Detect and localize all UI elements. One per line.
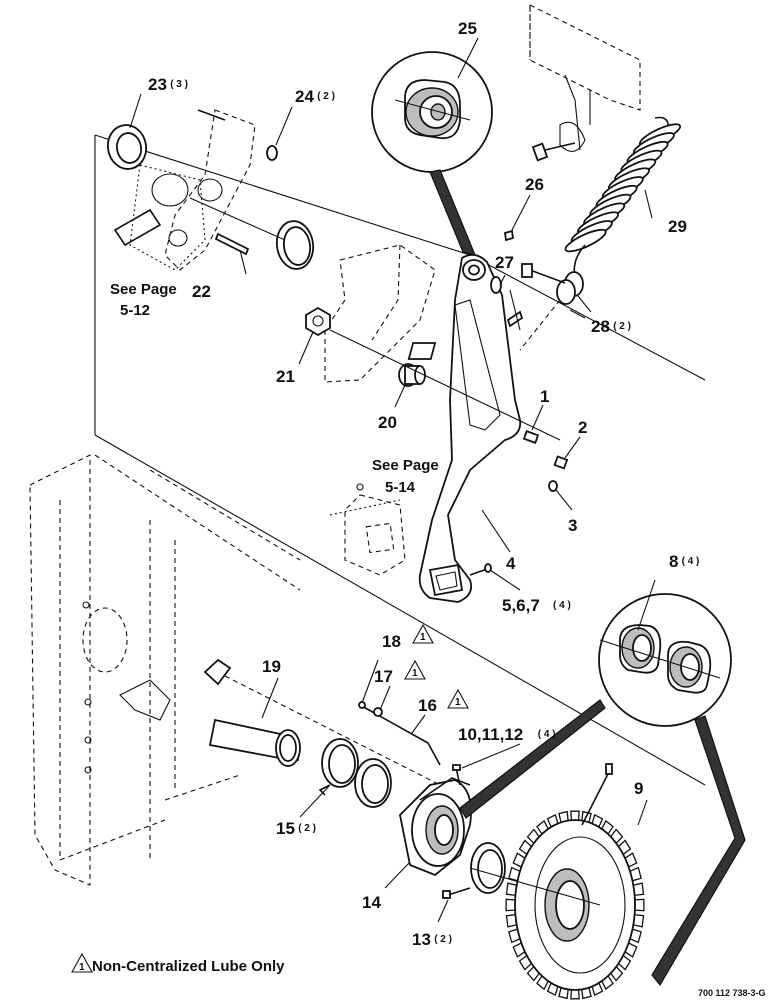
- gear-tooth: [634, 898, 645, 912]
- bearing-flange: [399, 777, 472, 877]
- spring: [564, 116, 681, 281]
- lube-triangle-number: 1: [412, 668, 418, 679]
- nut-21: [305, 306, 331, 337]
- callout-p29: 29: [668, 217, 687, 236]
- lube-triangle-icon: [447, 688, 469, 709]
- legend: 1 Non-Centralized Lube Only: [71, 952, 285, 975]
- callout-p28: 28: [591, 317, 610, 336]
- lever-arm: [418, 253, 522, 603]
- mid-bracket: [324, 244, 436, 383]
- callout-p22: 22: [192, 282, 211, 301]
- drawing-code: 700 112 738-3-G: [698, 988, 766, 998]
- svg-text:1: 1: [79, 962, 85, 973]
- lube-triangle-number: 1: [455, 697, 461, 708]
- gear-tooth: [570, 810, 580, 821]
- callout-qty-p13: ( 2 ): [434, 934, 452, 945]
- see-page-note-5-14: See Page 5-14: [372, 457, 439, 496]
- callout-p25: 25: [458, 19, 477, 38]
- callout-p9: 9: [634, 779, 643, 798]
- axis-line-20: [329, 329, 561, 441]
- callout-qty-p28: ( 2 ): [613, 321, 631, 332]
- callout-qty-p10: ( 4 ): [538, 729, 556, 740]
- spring-links: [407, 263, 586, 360]
- callout-p24: 24: [295, 87, 314, 106]
- upper-bracket: [529, 4, 641, 152]
- gear: [469, 763, 645, 1000]
- pin-22: [214, 232, 250, 256]
- callout-p15: 15: [276, 819, 295, 838]
- lube-triangle-number: 1: [420, 632, 426, 643]
- upper-left-assembly: [113, 109, 256, 271]
- callout-p21: 21: [276, 367, 295, 386]
- lower-shaft-assembly: [203, 658, 451, 808]
- callout-p19: 19: [262, 657, 281, 676]
- callout-p20: 20: [378, 413, 397, 432]
- svg-text:See Page: See Page: [110, 281, 177, 298]
- retaining-ring: [189, 197, 315, 270]
- bolt-10-12: [452, 764, 461, 786]
- lube-triangle-icon: [412, 623, 434, 644]
- see-page-assembly: [329, 483, 406, 576]
- callout-p10: 10,11,12: [458, 725, 523, 744]
- svg-text:Non-Centralized Lube Only: Non-Centralized Lube Only: [92, 958, 285, 975]
- lower-frame: [29, 454, 301, 886]
- washer-24: [266, 145, 278, 161]
- bushing-20: [398, 363, 426, 387]
- detail-circle-bushing: [371, 51, 493, 256]
- callout-p2: 2: [578, 418, 587, 437]
- parts-26-27: [490, 229, 524, 328]
- callout-p23: 23: [148, 75, 167, 94]
- callout-p14: 14: [362, 893, 381, 912]
- callout-p27: 27: [495, 253, 514, 272]
- callout-qty-p15: ( 2 ): [298, 823, 316, 834]
- callout-p1: 1: [540, 387, 549, 406]
- callout-p5: 5,6,7: [502, 596, 540, 615]
- lube-triangle-icon: [404, 659, 426, 680]
- callout-p16: 16: [418, 696, 437, 715]
- callout-qty-p8: ( 4 ): [682, 556, 700, 567]
- callout-p13: 13: [412, 930, 431, 949]
- bolt-13: [442, 887, 471, 899]
- callout-p17: 17: [374, 667, 393, 686]
- svg-text:5-14: 5-14: [385, 479, 416, 496]
- callout-qty-p5: ( 4 ): [553, 600, 571, 611]
- detail-circle-bushings: [459, 593, 746, 987]
- callout-qty-p24: ( 2 ): [317, 91, 335, 102]
- gear-tooth: [505, 898, 516, 912]
- spacer-ring: [470, 842, 506, 894]
- spring-coil: [564, 228, 607, 253]
- svg-text:5-12: 5-12: [120, 302, 150, 319]
- callout-p4: 4: [506, 554, 516, 573]
- gear-tooth: [570, 989, 580, 1000]
- callout-p8: 8: [669, 552, 678, 571]
- see-page-note-5-12: See Page 5-12: [110, 281, 177, 319]
- leader-lines: [129, 37, 656, 923]
- sheet-outline: [94, 134, 706, 786]
- pin-set-1-3: [522, 430, 569, 492]
- callout-p26: 26: [525, 175, 544, 194]
- callout-qty-p23: ( 3 ): [170, 79, 188, 90]
- bracket-bolt: [531, 142, 576, 162]
- callout-p3: 3: [568, 516, 577, 535]
- ring-23: [107, 124, 147, 170]
- fastener-5-7: [469, 563, 492, 576]
- svg-text:See Page: See Page: [372, 457, 439, 474]
- callout-p18: 18: [382, 632, 401, 651]
